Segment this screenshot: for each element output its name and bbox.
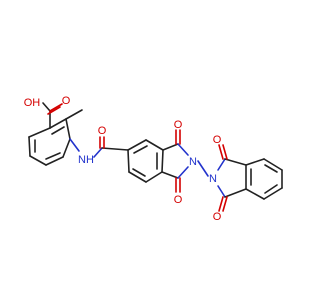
bond [264,184,278,194]
bond [51,126,65,135]
atom-label-imide-o-top: O [174,119,183,131]
atom-label-phthal-o-top: O [213,134,222,146]
bond [101,147,129,151]
bond [161,171,179,179]
bond [127,139,147,151]
n-n-bond [197,160,209,177]
amide-linker [69,136,129,158]
atom-label-imide-o-bottom: O [174,194,183,206]
benzoic-ring [28,118,71,166]
bond [132,168,146,177]
bond [45,156,64,166]
bond [222,196,228,212]
atom-label-phthal-n: N [209,173,217,185]
bond [42,102,51,112]
bond [28,127,51,138]
bond [93,147,103,158]
atom-labels: OH O NH O O N O N O O [24,95,222,223]
bond [217,158,226,171]
bond [245,158,265,166]
bond [62,138,71,158]
bond [217,185,226,198]
phthalimide-ring [217,144,247,212]
bond [177,143,189,156]
bond [263,158,283,171]
bond [29,155,47,166]
bond [224,158,247,166]
bond [69,138,80,152]
structure-canvas: OH O NH O O N O N O O [24,95,283,223]
atom-label-amide-nh: NH [78,154,94,166]
atom-label-amide-o: O [98,125,107,137]
methyl-bond [65,109,83,120]
bond [65,118,71,140]
bond [161,149,164,173]
bond [224,188,247,198]
bond [49,103,63,112]
bond [45,152,61,160]
central-benzene-ring [127,139,164,183]
carboxylic-acid-group [42,102,63,129]
bond [218,196,224,212]
right-benzene-ring [245,158,283,200]
atom-label-phthal-o-bottom: O [213,211,222,223]
atom-label-carboxyl-o: O [62,95,71,107]
bond [127,149,130,173]
bond [162,143,179,151]
bond [263,187,283,200]
bond [47,106,61,115]
atom-label-imide-n: N [189,156,197,168]
bond [245,188,265,200]
molecule-structure: OH O NH O O N O N O O [24,95,283,223]
bond [28,136,31,157]
bond [145,139,164,151]
bond [145,171,163,183]
bond [264,164,278,173]
atom-label-carboxyl-oh: OH [24,97,41,109]
bond [218,144,224,160]
bond [133,145,148,154]
bond [222,144,228,160]
bond [177,166,189,179]
central-imide-ring [161,129,189,193]
bond [49,118,67,129]
bond [128,171,147,183]
